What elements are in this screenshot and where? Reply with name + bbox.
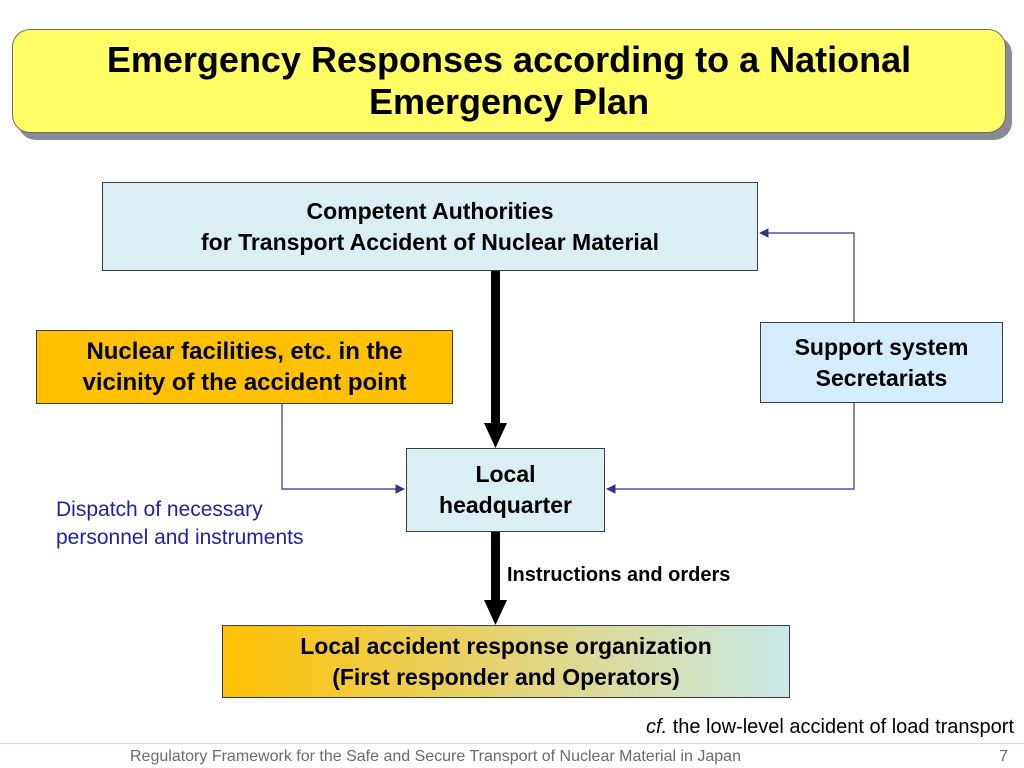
thick-arrow-shaft-bottom (491, 532, 500, 600)
competent-authorities-line-1: Competent Authorities (306, 197, 554, 224)
cf-note: cf. the low-level accident of load trans… (646, 714, 1014, 740)
box-nuclear-facilities: Nuclear facilities, etc. in the vicinity… (36, 330, 453, 404)
title-banner: Emergency Responses according to a Natio… (12, 29, 1006, 133)
box-local-headquarter: Local headquarter (406, 448, 605, 532)
thick-arrow-shaft-top (491, 271, 500, 423)
page-number: 7 (999, 748, 1008, 765)
dispatch-note: Dispatch of necessary personnel and inst… (56, 496, 303, 552)
connector-support-to-authorities (759, 228, 855, 322)
cf-note-text: the low-level accident of load transport (667, 716, 1014, 738)
local-response-line-1: Local accident response organization (300, 632, 712, 659)
box-local-response-organization: Local accident response organization (Fi… (222, 625, 790, 698)
cf-abbrev: cf. (646, 716, 668, 738)
box-support-system: Support system Secretariats (760, 322, 1003, 403)
local-response-line-2: (First responder and Operators) (332, 663, 680, 690)
nuclear-facilities-line-2: vicinity of the accident point (82, 369, 407, 396)
dispatch-note-line-1: Dispatch of necessary (56, 498, 263, 521)
nuclear-facilities-line-1: Nuclear facilities, etc. in the (86, 338, 403, 365)
local-headquarter-line-2: headquarter (439, 492, 572, 518)
support-system-line-2: Secretariats (815, 364, 948, 391)
dispatch-note-line-2: personnel and instruments (56, 526, 304, 549)
instructions-label: Instructions and orders (507, 564, 731, 586)
box-competent-authorities: Competent Authorities for Transport Acci… (102, 182, 758, 271)
connector-nuclear-to-hq (281, 404, 405, 494)
thick-arrow-head-top (484, 423, 507, 448)
footer-divider (0, 743, 1024, 744)
thick-arrow-head-bottom (484, 600, 507, 625)
support-system-line-1: Support system (794, 333, 969, 360)
title-line-2: Emergency Plan (368, 81, 650, 122)
competent-authorities-line-2: for Transport Accident of Nuclear Materi… (201, 228, 659, 255)
footer-text: Regulatory Framework for the Safe and Se… (130, 748, 741, 765)
title-line-1: Emergency Responses according to a Natio… (106, 39, 912, 80)
connector-support-to-hq (606, 403, 855, 494)
local-headquarter-line-1: Local (475, 461, 536, 487)
